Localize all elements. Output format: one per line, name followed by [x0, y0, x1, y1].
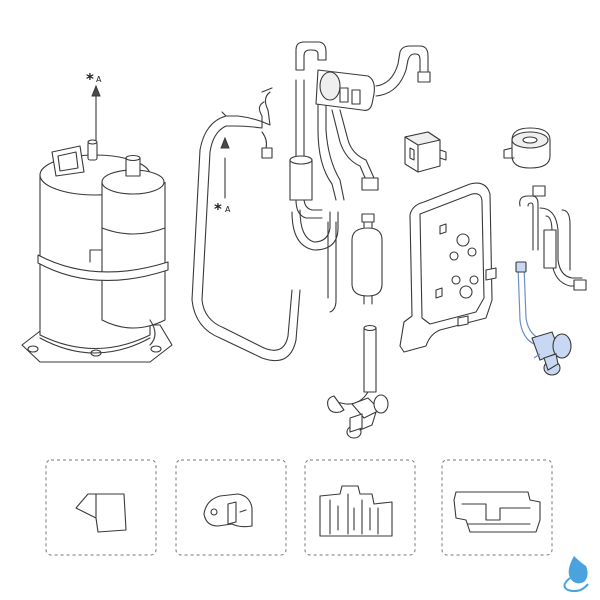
insulation-pad-box-3 — [304, 459, 416, 556]
callout-star: * — [86, 70, 94, 88]
callout-letter: A — [225, 205, 231, 214]
insulation-pad-box-4 — [441, 459, 553, 556]
solenoid-coil-left — [404, 131, 447, 173]
callout-a-compressor: * A — [86, 70, 102, 141]
compressor — [21, 139, 173, 363]
mounting-plate — [399, 182, 497, 353]
solenoid-coil-right — [503, 127, 551, 169]
refrigerant-piping-assembly — [191, 41, 431, 362]
callout-star: * — [214, 200, 222, 218]
callout-a-piping: * A — [214, 136, 231, 218]
insulation-pad-box-2 — [175, 459, 287, 556]
expansion-valve-tubing — [519, 185, 587, 291]
callout-letter: A — [96, 75, 102, 84]
insulation-pad-box-1 — [45, 459, 157, 556]
water-drop-logo-icon — [563, 556, 589, 593]
service-valve-assembly — [327, 324, 389, 439]
highlighted-valve-part — [515, 261, 572, 376]
